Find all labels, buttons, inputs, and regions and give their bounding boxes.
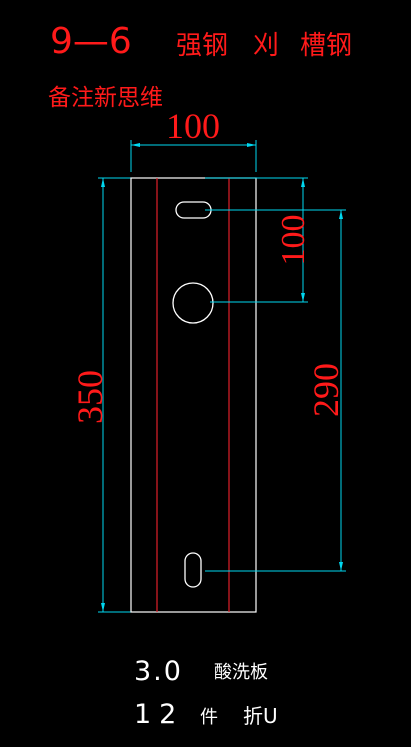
width-dimension: [130, 140, 257, 172]
hole-pitch-dimension: [205, 177, 308, 303]
slot-span-dimension: [205, 209, 346, 572]
note-quantity-unit: 件: [200, 707, 218, 728]
bottom-slot: [184, 552, 202, 588]
title-code: 9—6: [50, 21, 132, 62]
slot-span-label: 290: [306, 363, 346, 417]
title-remark: 备注新思维: [48, 85, 163, 111]
title-part3: 槽钢: [300, 31, 352, 61]
title-part1: 强钢: [176, 31, 228, 61]
note-quantity: 12: [134, 699, 184, 730]
note-material: 酸洗板: [214, 662, 268, 683]
height-dimension-label: 350: [70, 370, 110, 424]
height-dimension: [98, 177, 131, 613]
round-hole: [172, 282, 214, 324]
note-process: 折U: [243, 704, 278, 728]
width-dimension-label: 100: [166, 106, 220, 146]
title-part2: 刈: [253, 31, 279, 61]
note-thickness: 3.0: [134, 656, 183, 687]
part-outline: [130, 177, 257, 613]
hole-pitch-label: 100: [275, 215, 312, 266]
